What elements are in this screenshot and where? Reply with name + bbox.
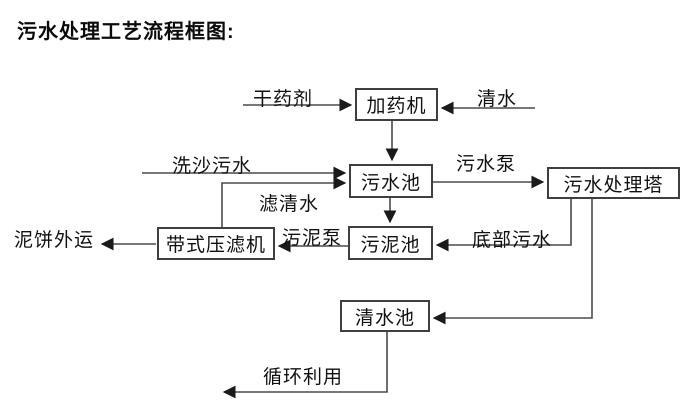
edge-label-clean-water-feed: 清水 [477,89,518,110]
edge-label-recycle-out: 循环利用 [263,367,344,388]
node-dosing-machine: 加药机 [355,88,438,121]
edge-label-mud-cake-out: 泥饼外运 [14,230,95,251]
node-sludge-pool: 污泥池 [348,226,433,260]
edge-label-filtered-water-return: 滤清水 [259,194,320,215]
edge-label-sludge-pump: 污泥泵 [282,228,343,249]
edge-tower-to-clean-water-pool [432,199,593,325]
node-belt-filter-press: 带式压滤机 [157,227,275,260]
edge-label-sand-washing-sewage: 洗沙污水 [172,156,253,177]
page-title: 污水处理工艺流程框图: [17,21,235,43]
edge-bottom-sewage-return [435,199,572,252]
node-sewage-treatment-tower: 污水处理塔 [547,167,680,199]
edge-filtered-water-return [221,176,347,227]
node-clean-water-pool: 清水池 [340,300,430,332]
edge-recycle-out [222,332,388,399]
edge-label-sewage-pump: 污水泵 [456,154,517,175]
node-sewage-pool: 污水池 [349,164,433,198]
edge-label-bottom-sewage-return: 底部污水 [472,230,553,251]
edge-label-dry-chemical-feed: 干药剂 [253,89,314,110]
